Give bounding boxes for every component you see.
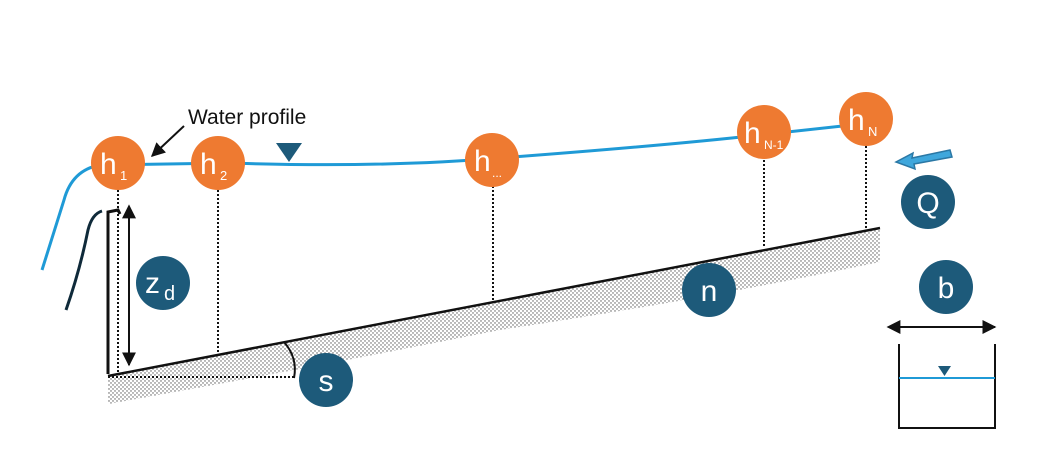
svg-text:h: h xyxy=(100,148,117,181)
bed-ground-stipple xyxy=(108,228,880,404)
svg-text:b: b xyxy=(938,272,955,305)
water-level-triangle-icon xyxy=(276,143,302,162)
param-zd: z d xyxy=(136,256,190,310)
svg-text:s: s xyxy=(319,365,334,398)
slope-angle-arc xyxy=(283,341,296,379)
svg-text:z: z xyxy=(145,267,160,300)
svg-text:N: N xyxy=(868,124,877,139)
param-n: n xyxy=(682,263,736,317)
param-q: Q xyxy=(901,175,955,229)
svg-text:d: d xyxy=(164,283,175,305)
svg-text:h: h xyxy=(744,117,761,150)
water-profile-label: Water profile xyxy=(188,106,306,129)
param-b: b xyxy=(919,260,973,314)
node-hmid: h ... xyxy=(465,133,519,187)
water-profile-line xyxy=(40,121,871,271)
node-hn1: h N-1 xyxy=(737,105,791,159)
node-h2: h 2 xyxy=(191,136,245,190)
param-s: s xyxy=(299,353,353,407)
svg-text:Q: Q xyxy=(916,187,939,220)
svg-text:n: n xyxy=(701,275,718,308)
overflow-nappe-curve xyxy=(64,209,103,311)
svg-text:N-1: N-1 xyxy=(764,138,784,152)
node-h1: h 1 xyxy=(91,136,145,190)
cross-section-channel xyxy=(898,344,996,429)
cross-section-water-triangle-icon xyxy=(938,366,951,376)
node-hn: h N xyxy=(839,92,893,146)
water-profile-pointer-arrow xyxy=(150,125,185,157)
svg-text:h: h xyxy=(474,145,491,178)
svg-text:...: ... xyxy=(492,166,502,180)
svg-text:h: h xyxy=(200,148,217,181)
svg-text:1: 1 xyxy=(120,168,127,183)
flow-direction-arrow-icon xyxy=(894,149,953,171)
svg-text:2: 2 xyxy=(220,168,227,183)
channel-bed-line xyxy=(107,226,881,378)
svg-text:h: h xyxy=(848,104,865,137)
